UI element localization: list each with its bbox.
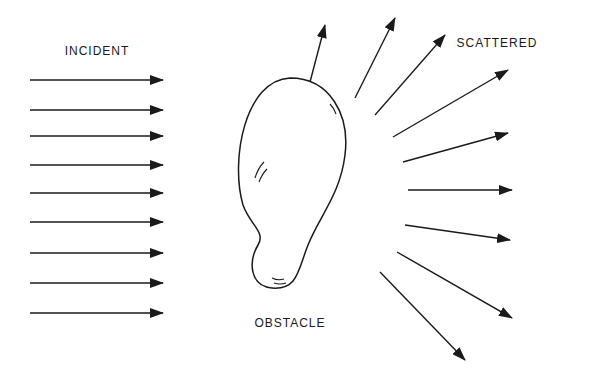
figure-label: SCATTERED: [457, 36, 538, 50]
incident-arrows: [30, 80, 163, 313]
figure-label: INCIDENT: [65, 44, 130, 58]
figure-label: OBSTACLE: [254, 316, 325, 330]
scattered-arrows: [310, 18, 512, 360]
obstacle-outline: [238, 78, 345, 288]
obstacle-highlights: [255, 104, 336, 284]
